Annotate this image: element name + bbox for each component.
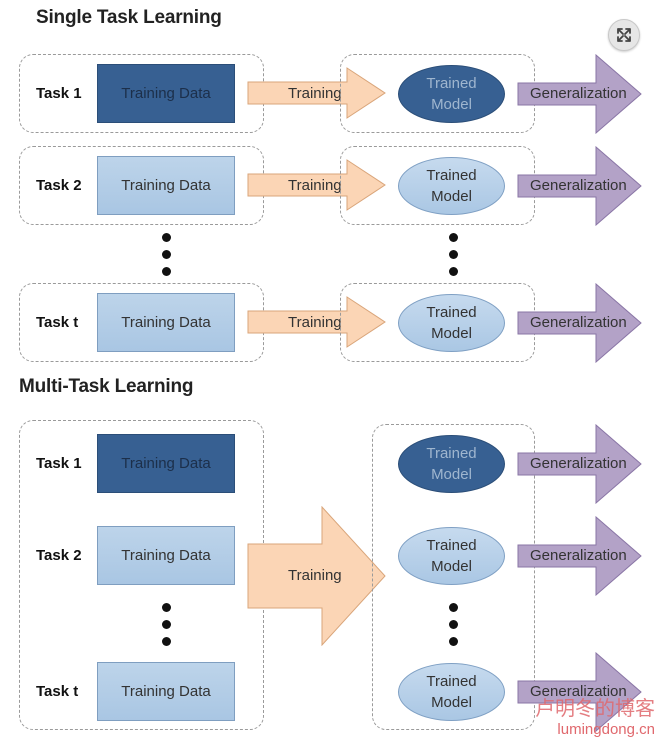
trained-model-label-line2: Model [431, 325, 472, 342]
training-data-label: Training Data [121, 547, 211, 564]
multi-task-1-label: Task 1 [36, 455, 82, 472]
multi-task-1-training-data: Training Data [97, 434, 235, 493]
watermark: 卢明冬的博客 lumingdong.cn [528, 697, 655, 741]
trained-model-label-line1: Trained [426, 167, 477, 184]
multi-task-2-trained-model: Trained Model [398, 527, 505, 585]
single-task-t-trained-model: Trained Model [398, 294, 505, 352]
trained-model-label-line2: Model [431, 96, 472, 113]
multi-task-2-training-data: Training Data [97, 526, 235, 585]
trained-model-label-line1: Trained [426, 304, 477, 321]
expand-button[interactable] [608, 19, 640, 51]
generalization-arrow-label: Generalization [530, 455, 627, 472]
shared-training-arrow [247, 506, 386, 646]
single-task-2-training-data: Training Data [97, 156, 235, 215]
trained-model-label-line2: Model [431, 188, 472, 205]
generalization-arrow [517, 283, 642, 363]
generalization-arrow [517, 652, 642, 732]
trained-model-label-line2: Model [431, 694, 472, 711]
ellipsis-dots [449, 603, 459, 654]
generalization-arrow [517, 54, 642, 134]
shared-training-arrow-label: Training [288, 567, 342, 584]
training-arrow [247, 159, 386, 211]
trained-model-label-line1: Trained [426, 673, 477, 690]
training-arrow [247, 67, 386, 119]
multi-task-2-label: Task 2 [36, 547, 82, 564]
training-data-label: Training Data [121, 683, 211, 700]
single-task-2-trained-model: Trained Model [398, 157, 505, 215]
training-data-label: Training Data [121, 177, 211, 194]
multi-task-t-label: Task t [36, 683, 79, 700]
ellipsis-dots [162, 603, 172, 654]
trained-model-label-line1: Trained [426, 537, 477, 554]
trained-model-label-line2: Model [431, 558, 472, 575]
generalization-arrow [517, 424, 642, 504]
generalization-arrow-label: Generalization [530, 547, 627, 564]
ellipsis-dots [449, 233, 459, 284]
watermark-url: lumingdong.cn [557, 721, 655, 738]
multi-task-t-trained-model: Trained Model [398, 663, 505, 721]
generalization-arrow [517, 516, 642, 596]
trained-model-label-line1: Trained [426, 75, 477, 92]
training-data-label: Training Data [121, 85, 211, 102]
single-task-t-label: Task t [36, 314, 79, 331]
training-data-label: Training Data [121, 455, 211, 472]
generalization-arrow-label: Generalization [530, 314, 627, 331]
training-arrow [247, 296, 386, 348]
generalization-arrow [517, 146, 642, 226]
generalization-arrow-label: Generalization [530, 177, 627, 194]
single-task-1-training-data: Training Data [97, 64, 235, 123]
expand-icon [617, 28, 631, 42]
single-task-2-label: Task 2 [36, 177, 82, 194]
trained-model-label-line1: Trained [426, 445, 477, 462]
ellipsis-dots [162, 233, 172, 284]
multi-task-t-training-data: Training Data [97, 662, 235, 721]
training-arrow-label: Training [288, 177, 342, 194]
multi-task-title: Multi-Task Learning [19, 376, 194, 397]
single-task-t-training-data: Training Data [97, 293, 235, 352]
training-arrow-label: Training [288, 85, 342, 102]
trained-model-label-line2: Model [431, 466, 472, 483]
multi-task-1-trained-model: Trained Model [398, 435, 505, 493]
single-task-title: Single Task Learning [36, 7, 222, 28]
multi-task-model-group [372, 424, 535, 730]
training-data-label: Training Data [121, 314, 211, 331]
single-task-1-trained-model: Trained Model [398, 65, 505, 123]
training-arrow-label: Training [288, 314, 342, 331]
generalization-arrow-label: Generalization [530, 85, 627, 102]
single-task-1-label: Task 1 [36, 85, 82, 102]
generalization-arrow-label: Generalization [530, 683, 627, 700]
watermark-chinese: 卢明冬的博客 [535, 696, 655, 720]
